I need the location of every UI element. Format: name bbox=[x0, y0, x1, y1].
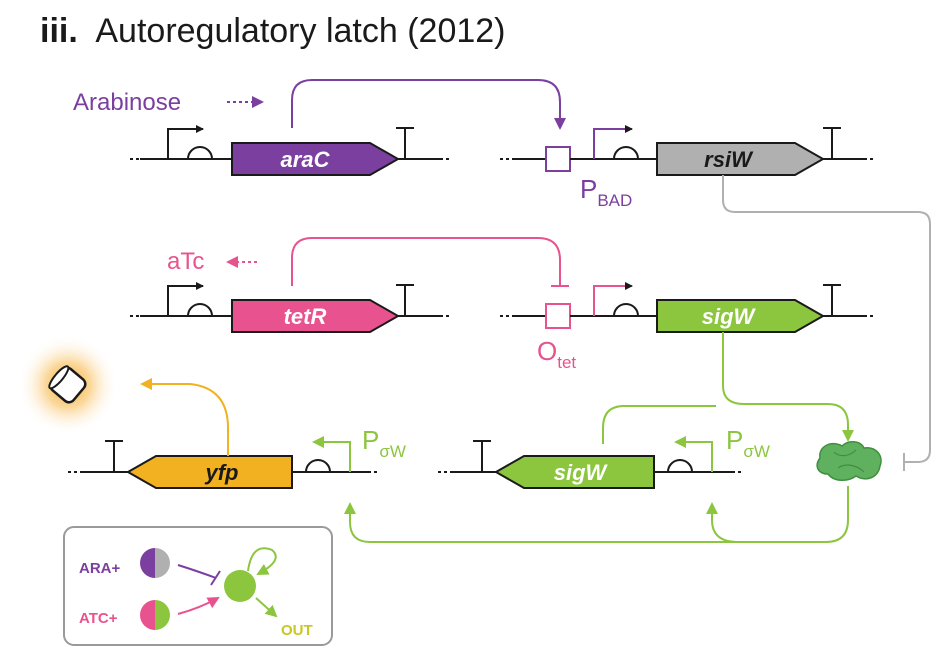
legend-activation-arrow bbox=[177, 597, 220, 615]
rbs-icon bbox=[613, 303, 639, 317]
otet-label: Otet bbox=[537, 336, 576, 372]
gene-yfp bbox=[125, 455, 293, 489]
psigw-sigw-label: PσW bbox=[726, 425, 770, 461]
promoter-arrow-icon bbox=[593, 282, 633, 316]
atc-label: aTc bbox=[167, 248, 204, 275]
terminator-icon bbox=[396, 127, 414, 159]
page-title: iii. Autoregulatory latch (2012) bbox=[40, 12, 506, 50]
gene-arac-label: araC bbox=[281, 147, 331, 172]
glowing-cell-icon bbox=[18, 335, 118, 435]
construct-sigw-bottom: sigW PσW bbox=[438, 425, 770, 489]
promoter-arrow-icon bbox=[167, 125, 204, 159]
feedback-arrow-yfp bbox=[344, 486, 849, 543]
sigw-bottom-expression-line bbox=[602, 405, 716, 444]
psigw-yfp-label: PσW bbox=[362, 425, 406, 461]
title-text: Autoregulatory latch (2012) bbox=[95, 12, 505, 50]
construct-rsiw: rsiW PBAD bbox=[500, 125, 876, 210]
promoter-arrow-icon bbox=[167, 282, 204, 316]
gene-rsiw-label: rsiW bbox=[704, 147, 754, 172]
legend-ara-label: ARA+ bbox=[79, 560, 120, 577]
gene-yfp-label: yfp bbox=[205, 460, 239, 485]
output-arrow bbox=[255, 597, 278, 618]
terminator-icon bbox=[105, 440, 123, 472]
gene-arac bbox=[231, 142, 401, 176]
rbs-icon bbox=[667, 459, 693, 473]
promoter-arrow-icon bbox=[312, 436, 351, 472]
sigw-protein-blob-icon bbox=[816, 441, 882, 481]
rbs-icon bbox=[187, 146, 213, 160]
legend-repression-line bbox=[177, 564, 217, 579]
arac-regulation-arrow bbox=[291, 79, 566, 130]
gene-sigw-top-label: sigW bbox=[702, 304, 757, 329]
construct-arac: araC bbox=[130, 125, 452, 176]
gene-rsiw bbox=[656, 142, 826, 176]
arabinose-label: Arabinose bbox=[73, 89, 181, 116]
gene-tetr-label: tetR bbox=[284, 304, 327, 329]
legend-atc-label: ATC+ bbox=[79, 610, 118, 627]
rbs-icon bbox=[187, 303, 213, 317]
construct-sigw-top: sigW Otet bbox=[500, 282, 876, 372]
rbs-icon bbox=[613, 146, 639, 160]
terminator-icon bbox=[396, 284, 414, 316]
operator-box-icon bbox=[545, 146, 571, 172]
sigw-node-icon bbox=[224, 570, 256, 602]
feedback-arrow-sigw bbox=[706, 502, 739, 543]
promoter-arrow-icon bbox=[674, 436, 713, 472]
rbs-icon bbox=[305, 459, 331, 473]
title-numeral: iii. bbox=[40, 12, 78, 50]
repression-bar-icon bbox=[210, 570, 221, 586]
promoter-arrow-icon bbox=[593, 125, 633, 159]
logic-legend: ARA+ ATC+ OUT bbox=[63, 526, 333, 646]
ara-state-icon bbox=[140, 548, 170, 578]
gene-tetr bbox=[231, 299, 401, 333]
yfp-output-arrow bbox=[140, 378, 229, 456]
gene-sigw-bottom-label: sigW bbox=[554, 460, 609, 485]
rsiw-inhibition-line bbox=[722, 175, 931, 463]
terminator-icon bbox=[823, 284, 841, 316]
terminator-icon bbox=[473, 440, 491, 472]
construct-tetr: tetR bbox=[130, 282, 452, 333]
pbad-label: PBAD bbox=[580, 174, 632, 210]
terminator-icon bbox=[823, 127, 841, 159]
construct-yfp: yfp PσW bbox=[68, 425, 406, 489]
legend-out-label: OUT bbox=[281, 622, 313, 639]
tetr-repression-line bbox=[291, 237, 561, 286]
self-activation-arrow bbox=[247, 547, 277, 575]
gene-sigw-top bbox=[656, 299, 826, 333]
gene-sigw-bottom bbox=[493, 455, 655, 489]
sigw-expression-arrow bbox=[722, 332, 854, 442]
atc-state-icon bbox=[140, 600, 170, 630]
operator-box-icon bbox=[545, 303, 571, 329]
